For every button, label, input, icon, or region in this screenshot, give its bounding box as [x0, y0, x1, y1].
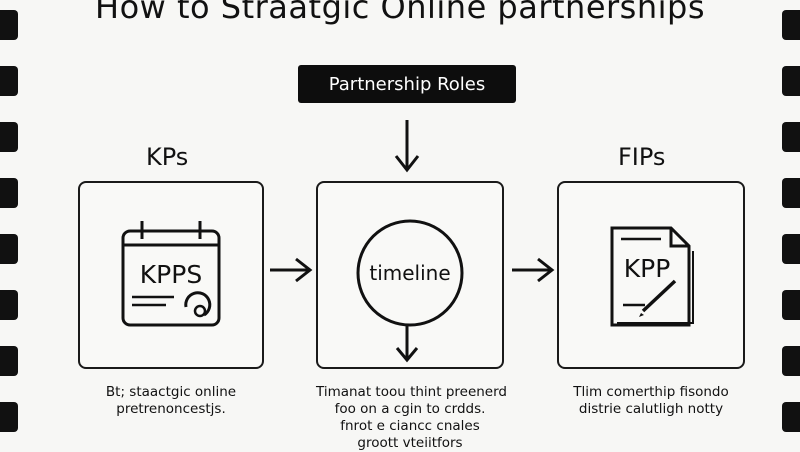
caption-line: Bt; staactgic online: [105, 384, 237, 400]
circle-icon: timeline: [356, 219, 464, 327]
caption-line: fnrot e ciancc cnales: [340, 418, 480, 434]
partnership-roles-banner: Partnership Roles: [298, 65, 516, 103]
document-pen-icon: KPP: [610, 226, 694, 327]
card-kps: KPPS: [78, 181, 264, 369]
film-hole: [782, 290, 800, 320]
caption-line: foo on a cgin to crdds.: [334, 401, 486, 417]
caption-kps: Bt; staactgic online pretrenoncestjs.: [78, 384, 264, 418]
card-timeline: timeline: [316, 181, 504, 369]
film-hole: [782, 234, 800, 264]
film-hole: [782, 10, 800, 40]
caption-fips: Tlim comerthip fisondo distrie calutligh…: [557, 384, 745, 418]
arrow-down-icon-lower: [395, 326, 419, 363]
film-hole: [0, 66, 18, 96]
film-hole: [0, 402, 18, 432]
caption-line: Timanat toou thint preenerd: [316, 384, 507, 400]
film-hole: [782, 122, 800, 152]
caption-timeline: Timanat toou thint preenerd foo on a cgi…: [316, 384, 507, 452]
film-hole: [0, 10, 18, 40]
heading-fips: FIPs: [618, 143, 666, 171]
caption-line: pretrenoncestjs.: [116, 401, 226, 417]
film-hole: [0, 290, 18, 320]
caption-line: Tlim comerthip fisondo: [573, 384, 729, 400]
film-hole: [0, 346, 18, 376]
page-title: How to Straatgic Online partnerships: [95, 0, 705, 26]
film-hole: [782, 346, 800, 376]
film-strip-right: [782, 0, 800, 445]
caption-line: distrie calutligh notty: [578, 401, 724, 417]
calendar-icon: KPPS: [121, 221, 221, 327]
calendar-icon-label: KPPS: [140, 260, 202, 289]
arrow-down-icon: [394, 120, 420, 173]
film-hole: [0, 122, 18, 152]
arrow-right-icon-2: [512, 257, 555, 283]
circle-icon-label: timeline: [369, 261, 450, 285]
film-hole: [0, 234, 18, 264]
film-hole: [782, 402, 800, 432]
document-icon-label: KPP: [624, 254, 671, 283]
arrow-right-icon: [270, 257, 313, 283]
caption-line: groott vteiitfors: [357, 435, 463, 451]
banner-label: Partnership Roles: [328, 73, 486, 95]
heading-kps: KPs: [146, 143, 189, 171]
film-hole: [782, 66, 800, 96]
film-hole: [0, 178, 18, 208]
card-fips: KPP: [557, 181, 745, 369]
film-strip-left: [0, 0, 18, 445]
film-hole: [782, 178, 800, 208]
